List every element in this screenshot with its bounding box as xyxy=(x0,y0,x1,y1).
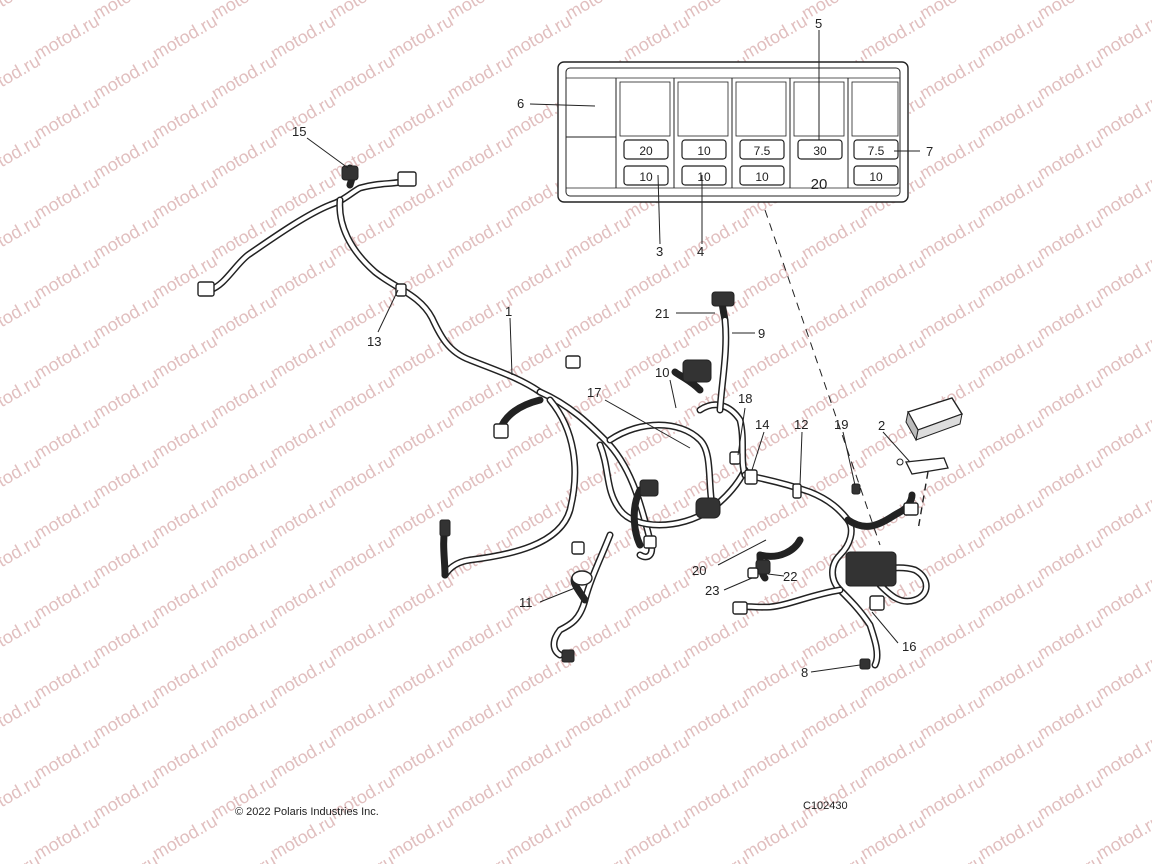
clip-13 xyxy=(395,283,407,297)
callout-21: 21 xyxy=(655,306,669,321)
fuse-top-4: 30 xyxy=(797,139,843,160)
dashed-guides xyxy=(764,209,931,546)
callout-7: 7 xyxy=(926,144,933,159)
svg-text:7.5: 7.5 xyxy=(868,144,885,158)
bracket-2 xyxy=(896,457,949,475)
svg-text:10: 10 xyxy=(697,170,711,184)
callout-10: 10 xyxy=(655,365,669,380)
clip-18 xyxy=(729,451,741,465)
callout-14: 14 xyxy=(755,417,769,432)
svg-text:7.5: 7.5 xyxy=(754,144,771,158)
callout-23: 23 xyxy=(705,583,719,598)
figure-code: C102430 xyxy=(803,800,848,812)
leader-lines xyxy=(306,30,920,673)
fuse-top-1: 20 xyxy=(623,139,669,160)
svg-text:10: 10 xyxy=(639,170,653,184)
connector-upper-left xyxy=(197,281,215,297)
fuse-top-2: 10 xyxy=(681,139,727,160)
connector-21 xyxy=(711,291,735,307)
connector-upper-right xyxy=(397,171,417,187)
connector-center-bottom xyxy=(643,535,657,549)
callout-11: 11 xyxy=(519,595,533,610)
connector-23 xyxy=(747,567,759,579)
fuse-bottom-1: 10 xyxy=(623,165,669,186)
fuse-box: 20 10 7.5 30 7.5 10 xyxy=(557,61,909,203)
callout-17: 17 xyxy=(587,385,601,400)
module-box xyxy=(905,397,964,442)
callout-6: 6 xyxy=(517,96,524,111)
connectors xyxy=(197,165,964,670)
connector-lower-left xyxy=(732,601,748,615)
connector-top-mid xyxy=(565,355,581,369)
fuse-top-5: 7.5 xyxy=(853,139,899,160)
copyright-text: © 2022 Polaris Industries Inc. xyxy=(235,806,379,818)
callout-9: 9 xyxy=(758,326,765,341)
svg-text:20: 20 xyxy=(639,144,653,158)
callout-8: 8 xyxy=(801,665,808,680)
callout-18: 18 xyxy=(738,391,752,406)
callout-19: 19 xyxy=(834,417,848,432)
connector-11-top xyxy=(571,541,585,555)
svg-text:10: 10 xyxy=(755,170,769,184)
fuse-bottom-2: 10 xyxy=(681,165,727,186)
grommet-center xyxy=(695,497,721,519)
relay-block xyxy=(845,551,897,587)
fuse-bottom-4-large: 20 xyxy=(811,176,828,193)
connector-8 xyxy=(859,658,871,670)
callout-3: 3 xyxy=(656,244,663,259)
connector-15 xyxy=(341,165,359,181)
connector-11-bottom xyxy=(561,649,575,663)
clip-14 xyxy=(744,469,758,485)
connector-10-sensor xyxy=(682,359,712,383)
connector-22 xyxy=(755,559,771,575)
fuse-bottom-3: 10 xyxy=(739,165,785,186)
callout-12: 12 xyxy=(794,417,808,432)
clip-12 xyxy=(792,483,802,499)
callout-15: 15 xyxy=(292,124,306,139)
fuse-bottom-5: 10 xyxy=(853,165,899,186)
connector-loop-end xyxy=(439,519,451,537)
fuse-top-3: 7.5 xyxy=(739,139,785,160)
clip-19 xyxy=(851,483,861,495)
svg-text:30: 30 xyxy=(813,144,827,158)
connector-16 xyxy=(869,595,885,611)
connector-11-loop xyxy=(571,570,593,586)
callout-16: 16 xyxy=(902,639,916,654)
callout-22: 22 xyxy=(783,569,797,584)
callout-2: 2 xyxy=(878,418,885,433)
connector-left-branch xyxy=(493,423,509,439)
svg-text:20: 20 xyxy=(811,176,828,193)
callout-20: 20 xyxy=(692,563,706,578)
callout-13: 13 xyxy=(367,334,381,349)
svg-text:10: 10 xyxy=(697,144,711,158)
connector-center-left xyxy=(639,479,659,497)
callout-5: 5 xyxy=(815,16,822,31)
connector-right xyxy=(903,502,919,516)
callout-numbers: 1 2 3 4 5 6 7 8 9 10 11 12 13 14 15 16 1… xyxy=(292,16,933,680)
callout-1: 1 xyxy=(505,304,512,319)
callout-4: 4 xyxy=(697,244,704,259)
svg-text:10: 10 xyxy=(869,170,883,184)
